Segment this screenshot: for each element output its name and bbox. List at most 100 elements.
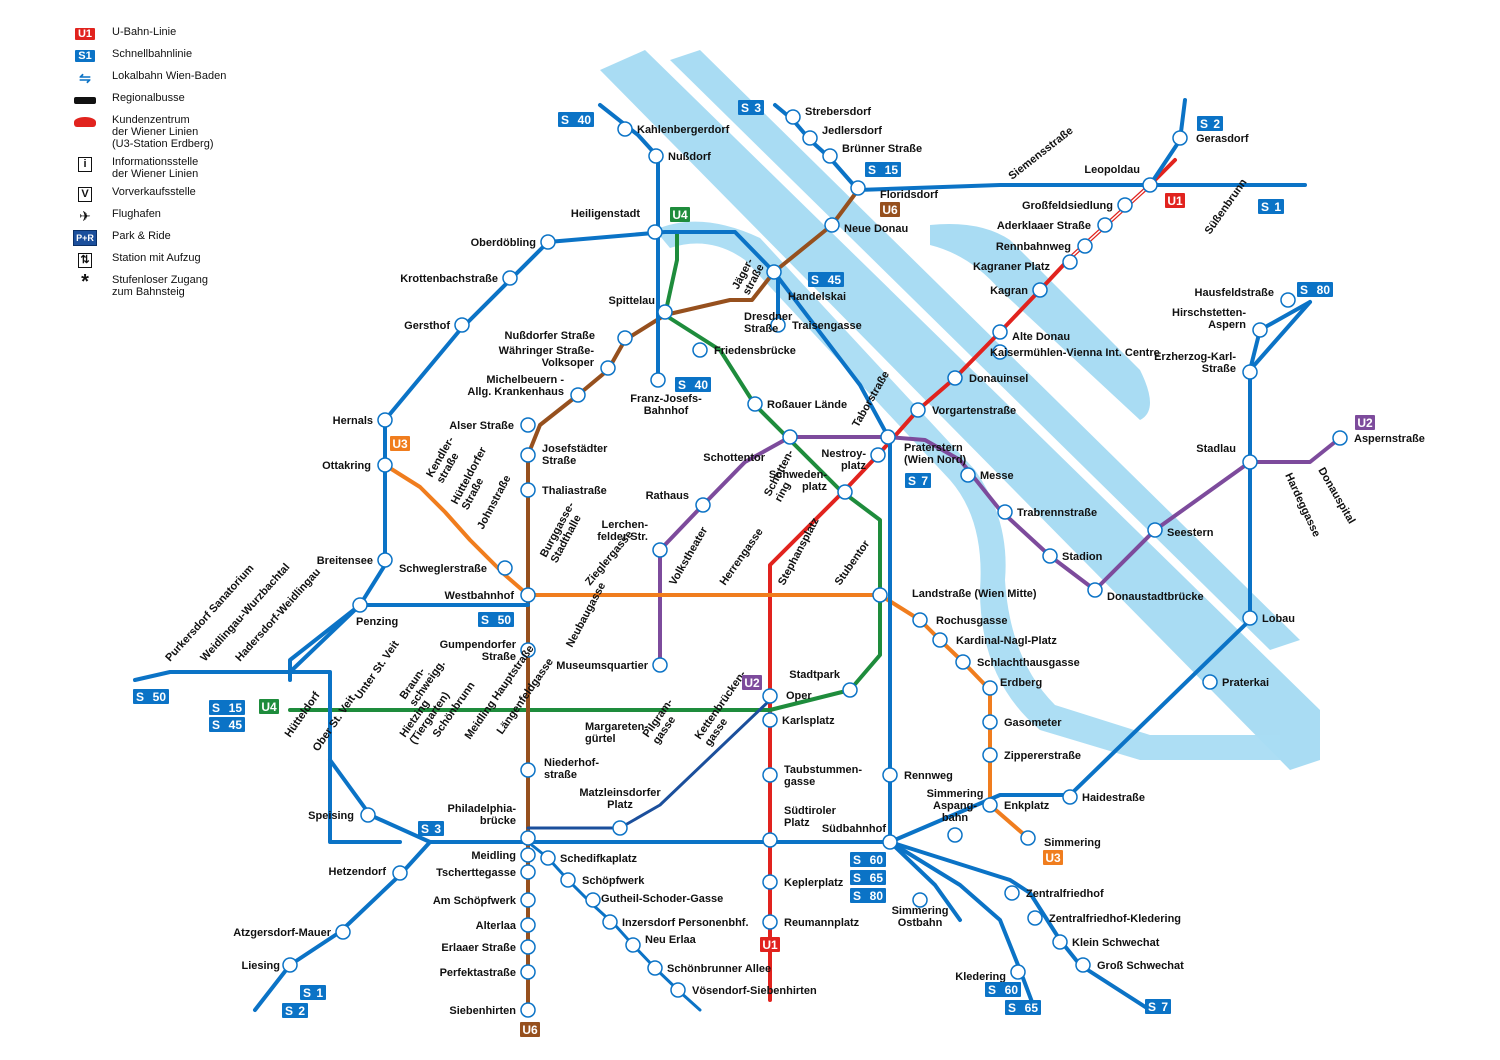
station-label[interactable]: Gutheil-Schoder-Gasse <box>601 893 723 905</box>
station-label[interactable]: Roßauer Lände <box>767 399 847 411</box>
station-label[interactable]: Aderklaaer Straße <box>997 220 1091 232</box>
station-label[interactable]: Friedensbrücke <box>714 345 796 357</box>
station-stop[interactable] <box>932 632 948 648</box>
station-stop[interactable] <box>520 939 536 955</box>
station-label[interactable]: Landstraße (Wien Mitte) <box>912 588 1037 600</box>
station-label[interactable]: Schönbrunner Allee <box>667 963 771 975</box>
station-stop[interactable] <box>785 109 801 125</box>
station-label[interactable]: Strebersdorf <box>805 106 871 118</box>
station-stop[interactable] <box>1004 885 1020 901</box>
station-label[interactable]: Schottentor <box>703 452 765 464</box>
station-stop[interactable] <box>982 747 998 763</box>
station-label[interactable]: Thaliastraße <box>542 485 607 497</box>
station-stop[interactable] <box>1062 789 1078 805</box>
station-label[interactable]: Vorgartenstraße <box>932 405 1016 417</box>
station-stop[interactable] <box>520 964 536 980</box>
station-label[interactable]: Ottakring <box>322 460 371 472</box>
station-label[interactable]: Kahlenbergerdorf <box>637 124 730 136</box>
station-label[interactable]: Reumannplatz <box>784 917 860 929</box>
station-stop[interactable] <box>997 504 1013 520</box>
station-stop[interactable] <box>770 317 786 333</box>
station-stop[interactable] <box>1242 610 1258 626</box>
station-stop[interactable] <box>520 830 536 846</box>
station-label[interactable]: Heiligenstadt <box>571 208 640 220</box>
station-stop[interactable] <box>497 560 513 576</box>
station-stop[interactable] <box>762 914 778 930</box>
station-stop[interactable] <box>520 587 536 603</box>
station-stop[interactable] <box>377 457 393 473</box>
station-label[interactable]: Kagran <box>990 285 1028 297</box>
station-label-rotated[interactable]: Stubentor <box>833 538 873 588</box>
station-label[interactable]: Hausfeldstraße <box>1195 287 1274 299</box>
station-stop[interactable] <box>762 874 778 890</box>
station-label[interactable]: Traisengasse <box>792 320 862 332</box>
station-stop[interactable] <box>617 330 633 346</box>
station-label[interactable]: Gerasdorf <box>1196 133 1249 145</box>
station-label[interactable]: Speising <box>308 810 354 822</box>
station-stop[interactable] <box>1117 197 1133 213</box>
station-label[interactable]: Krottenbachstraße <box>400 273 498 285</box>
station-stop[interactable] <box>360 807 376 823</box>
station-stop[interactable] <box>1077 238 1093 254</box>
station-label[interactable]: Aspernstraße <box>1354 433 1425 445</box>
station-stop[interactable] <box>540 850 556 866</box>
station-label-rotated[interactable]: Hütteldorf <box>283 690 323 740</box>
station-stop[interactable] <box>1042 548 1058 564</box>
station-stop[interactable] <box>377 552 393 568</box>
station-label[interactable]: Leopoldau <box>1084 164 1140 176</box>
station-stop[interactable] <box>960 467 976 483</box>
station-label[interactable]: Groß Schwechat <box>1097 960 1184 972</box>
station-label[interactable]: Breitensee <box>317 555 373 567</box>
station-label[interactable]: Taubstummen-gasse <box>784 764 862 788</box>
station-label[interactable]: Penzing <box>356 616 398 628</box>
station-stop[interactable] <box>1087 582 1103 598</box>
station-stop[interactable] <box>377 412 393 428</box>
station-stop[interactable] <box>822 148 838 164</box>
station-stop[interactable] <box>1242 364 1258 380</box>
station-label[interactable]: Südbahnhof <box>822 823 886 835</box>
station-label[interactable]: Nestroy-platz <box>821 448 866 472</box>
station-stop[interactable] <box>1020 830 1036 846</box>
station-stop[interactable] <box>910 402 926 418</box>
station-label[interactable]: Währinger Straße-Volksoper <box>499 345 595 369</box>
station-stop[interactable] <box>762 832 778 848</box>
station-label-rotated[interactable]: Siemensstraße <box>1006 125 1075 183</box>
station-label[interactable]: Vösendorf-Siebenhirten <box>692 985 817 997</box>
station-stop[interactable] <box>600 360 616 376</box>
station-stop[interactable] <box>782 429 798 445</box>
station-label[interactable]: Alterlaa <box>476 920 517 932</box>
station-stop[interactable] <box>872 587 888 603</box>
station-label[interactable]: Schweglerstraße <box>399 563 487 575</box>
station-label[interactable]: Liesing <box>241 960 280 972</box>
station-label[interactable]: Donaustadtbrücke <box>1107 591 1204 603</box>
station-stop[interactable] <box>585 892 601 908</box>
station-label[interactable]: Gasometer <box>1004 717 1062 729</box>
station-label-rotated[interactable]: Donauspital <box>1315 466 1357 527</box>
station-stop[interactable] <box>766 264 782 280</box>
station-stop[interactable] <box>520 864 536 880</box>
station-label[interactable]: Praterstern(Wien Nord) <box>904 442 967 466</box>
station-label-rotated[interactable]: Herrengasse <box>718 526 766 587</box>
station-stop[interactable] <box>520 642 536 658</box>
station-label[interactable]: Rennweg <box>904 770 953 782</box>
station-label[interactable]: Philadelphia-brücke <box>448 803 517 827</box>
station-label[interactable]: Inzersdorf Personenbhf. <box>622 917 749 929</box>
station-stop[interactable] <box>520 917 536 933</box>
station-label[interactable]: Haidestraße <box>1082 792 1145 804</box>
station-stop[interactable] <box>1075 957 1091 973</box>
station-label[interactable]: Zippererstraße <box>1004 750 1081 762</box>
station-stop[interactable] <box>652 542 668 558</box>
station-label-rotated[interactable]: Pilgram-gasse <box>641 697 686 747</box>
station-label[interactable]: Oper <box>786 690 812 702</box>
station-stop[interactable] <box>762 712 778 728</box>
station-stop[interactable] <box>520 847 536 863</box>
station-label[interactable]: Trabrennstraße <box>1017 507 1097 519</box>
station-stop[interactable] <box>992 344 1008 360</box>
station-label[interactable]: Floridsdorf <box>880 189 938 201</box>
station-stop[interactable] <box>560 872 576 888</box>
